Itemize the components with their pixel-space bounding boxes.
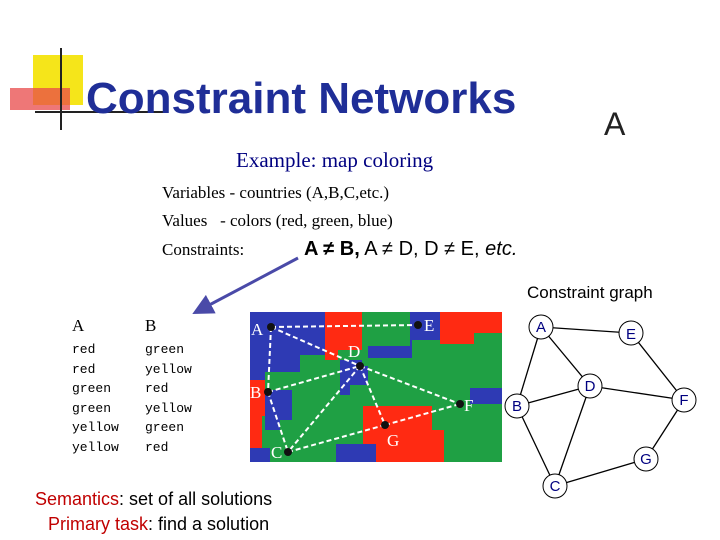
table-cell: green (72, 400, 112, 416)
map-node-e (414, 321, 422, 329)
slide-title: Constraint Networks (86, 74, 517, 123)
map-edge-d-g (359, 365, 386, 426)
graph-node-c (542, 473, 568, 499)
table-cell: green (72, 381, 112, 396)
graph-label-a: A (536, 319, 546, 336)
title-decoration-bar (10, 88, 70, 110)
table-cell: red (145, 381, 169, 396)
constraint-etc: etc. (485, 238, 518, 260)
graph-edge-d-b (516, 385, 591, 407)
graph-node-f (671, 387, 697, 413)
table-cell: yellow (145, 361, 192, 377)
graph-node-b (504, 393, 530, 419)
constraint-a-b: A ≠ B, (304, 238, 360, 260)
map-edge-a-d (270, 326, 361, 367)
map-label-d: D (348, 342, 360, 361)
map-label-c: C (271, 443, 282, 462)
graph-label-c: C (550, 478, 561, 495)
table-column-a: red red green green yellow yellow (72, 340, 119, 457)
table-cell: red (72, 361, 96, 377)
graph-label-f: F (679, 392, 688, 409)
table-cell: yellow (145, 400, 192, 416)
map-country-b2 (265, 390, 292, 430)
graph-label-b: B (512, 398, 522, 415)
constraint-d-e: D ≠ E, (424, 238, 480, 260)
table-header-b: B (145, 316, 157, 335)
graph-edge-a-e (540, 326, 632, 334)
constraint-to-table-arrow (192, 256, 299, 314)
graph-edge-a-b (516, 326, 542, 407)
map-label-g: G (387, 431, 399, 450)
graph-edge-d-c (554, 385, 591, 487)
graph-node-d (577, 373, 603, 399)
semantics-line: Semantics: set of all solutions (35, 489, 272, 510)
table-header-a: A (72, 316, 85, 335)
graph-label-e: E (626, 326, 636, 343)
graph-node-a (528, 314, 554, 340)
slide-subtitle: Example: map coloring (236, 148, 434, 172)
table-cell: red (72, 342, 96, 357)
title-decoration-vline (60, 48, 62, 130)
map-node-a (267, 323, 275, 331)
table-cell: yellow (72, 420, 119, 435)
constraint-graph-label: Constraint graph (527, 283, 653, 302)
map-node-d (356, 362, 364, 370)
map-country-red-top (325, 312, 362, 360)
graph-edge-a-d (540, 326, 591, 387)
map-edge-d-f (359, 365, 461, 405)
map-country-e (368, 312, 440, 358)
values-line: Values - colors (red, green, blue) (162, 211, 393, 230)
table-cell: red (145, 439, 169, 455)
map-edge-c-g (287, 424, 386, 453)
graph-edge-e-f (630, 332, 685, 401)
graph-edge-d-f (589, 385, 685, 401)
primary-task-line: Primary task: find a solution (48, 514, 269, 535)
map-coloring: A B C D E F G (250, 312, 502, 462)
constraint-graph (516, 326, 685, 487)
map-country-blue-bl (250, 448, 270, 462)
primary-task-text: : find a solution (148, 514, 270, 534)
map-country-red-bl (250, 416, 262, 448)
graph-label-d: D (585, 378, 596, 395)
constraints-formula: A ≠ B, A ≠ D, D ≠ E, etc. (304, 238, 517, 261)
title-decoration-hline (35, 111, 165, 113)
map-country-blue-bc (336, 444, 376, 462)
constraints-label: Constraints: (162, 240, 245, 259)
table-column-b: green yellow red yellow green red (145, 340, 192, 457)
map-node-f (456, 400, 464, 408)
constraint-graph-nodes: A E D B F G C (504, 314, 697, 499)
map-edge-b-c (267, 391, 289, 453)
map-edge-a-b (267, 326, 272, 393)
table-cell: yellow (72, 439, 119, 455)
map-node-g (381, 421, 389, 429)
semantics-text: : set of all solutions (119, 489, 273, 509)
table-cell: green (145, 342, 185, 357)
graph-node-e (618, 320, 644, 346)
semantics-key: Semantics (35, 489, 120, 509)
variables-line: Variables - countries (A,B,C,etc.) (162, 183, 390, 202)
map-node-c (284, 448, 292, 456)
map-country-f (470, 388, 502, 404)
map-node-b (264, 388, 272, 396)
map-label-f: F (464, 396, 473, 415)
primary-task-key: Primary task (48, 514, 149, 534)
table-cell: green (145, 420, 185, 435)
graph-edge-b-c (516, 405, 556, 487)
map-country-red-right (440, 312, 502, 344)
map-label-b: B (250, 383, 261, 402)
constraint-a-d: A ≠ D, (364, 238, 419, 260)
graph-edge-c-g (554, 458, 647, 487)
map-label-a: A (251, 320, 264, 339)
map-edge-a-e (270, 324, 419, 328)
map-edge-d-c (287, 365, 361, 453)
map-label-e: E (424, 316, 434, 335)
graph-node-g (633, 446, 659, 472)
map-edge-g-f (384, 403, 461, 426)
graph-label-g: G (640, 451, 652, 468)
slide-letter: A (604, 106, 626, 142)
